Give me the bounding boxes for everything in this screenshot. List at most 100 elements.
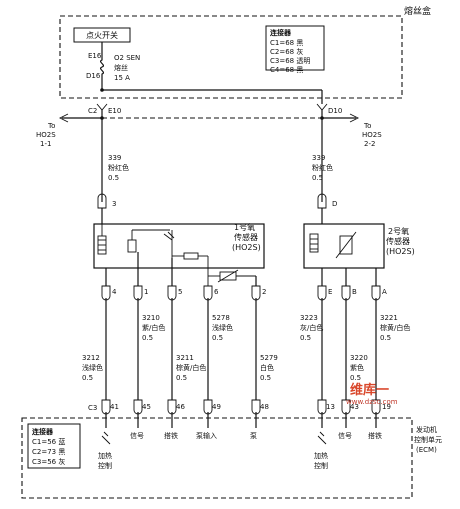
ecm-connector-table <box>27 423 81 469</box>
wire-num: 5278 <box>212 314 230 322</box>
sensor2-pin: B <box>352 288 357 296</box>
ecm-func-label: 泵 <box>250 432 257 440</box>
wire-num: 3210 <box>142 314 160 322</box>
wire-size: 0.5 <box>82 374 93 382</box>
fuse-name-cn: 熔丝 <box>114 63 128 72</box>
pin-e10: E10 <box>108 107 121 115</box>
wire-num: 3220 <box>350 354 368 362</box>
ecm-func-label: 信号 <box>338 431 352 440</box>
sensor2-pin: A <box>382 288 387 296</box>
wire-size: 0.5 <box>350 374 361 382</box>
sensor2-heater-resistor <box>309 233 319 253</box>
lower-wires <box>101 285 381 400</box>
sensor2-label: 2号氧 <box>388 226 409 236</box>
fuse-box-connector-row: C2=68 灰 <box>270 47 303 56</box>
sensor1-resistor <box>183 252 199 260</box>
ecm-title: (ECM) <box>416 446 437 454</box>
sensor2-label: 传感器 <box>386 236 410 246</box>
watermark-logo: 维库一 <box>350 382 389 398</box>
wire-339-right-color: 粉红色 <box>312 163 333 172</box>
wire-size: 0.5 <box>260 374 271 382</box>
wire-color: 紫色 <box>350 363 364 372</box>
sensor1-label: 传感器 <box>234 232 258 242</box>
sensor1-pin: 2 <box>262 288 266 296</box>
ecm-pin-symbol <box>167 399 177 415</box>
ecm-pin: 49 <box>212 403 221 411</box>
ecm-func-label: 搭铁 <box>164 431 178 440</box>
fuse-pin-e16: E16 <box>88 52 102 60</box>
branch-right-name: HO2S <box>362 131 382 139</box>
sensor1-top-pin: 3 <box>112 200 116 208</box>
sensor1-pin: 5 <box>178 288 182 296</box>
sensor1-pin: 4 <box>112 288 117 296</box>
branch-left-num: 1-1 <box>40 140 51 148</box>
connector-d10-symbol <box>316 103 328 111</box>
wire-color: 浅绿色 <box>212 323 233 332</box>
ecm-pin: 48 <box>260 403 269 411</box>
sensor2-cell <box>339 235 353 255</box>
connector-pin-symbol <box>133 285 143 301</box>
ecm-func-label: 控制 <box>314 461 328 470</box>
sensor1-cell <box>127 239 137 253</box>
wire-size: 0.5 <box>176 374 187 382</box>
wire-339-left-size: 0.5 <box>108 174 119 182</box>
fuse-name: O2 SEN <box>114 54 140 62</box>
wire-339-left-color: 粉红色 <box>108 163 129 172</box>
ecm-connector-row: C3=56 灰 <box>32 457 65 466</box>
arrow-left-icon <box>58 113 69 123</box>
ecm-pin: 19 <box>382 403 391 411</box>
ignition-switch-label: 点火开关 <box>86 30 118 40</box>
switch-ground-icon <box>101 431 111 445</box>
ecm-pin-symbol <box>371 399 381 415</box>
branch-right-num: 2-2 <box>364 140 375 148</box>
wire-size: 0.5 <box>300 334 311 342</box>
arrow-right-icon <box>349 113 360 123</box>
ecm-func-label: 泵输入 <box>196 431 217 440</box>
connector-pin-symbol <box>341 285 351 301</box>
ecm-pin-symbol <box>341 399 351 415</box>
ecm-pin: 13 <box>326 403 335 411</box>
ecm-func-label: 信号 <box>130 431 144 440</box>
wire-size: 0.5 <box>380 334 391 342</box>
ecm-outline <box>21 417 413 499</box>
connector-pin-symbol <box>371 285 381 301</box>
branch-right-to: To <box>363 122 371 130</box>
pin-d10: D10 <box>328 107 342 115</box>
ecm-pin-symbol <box>203 399 213 415</box>
ecm-pin-symbol <box>251 399 261 415</box>
wire-color: 棕黄/白色 <box>380 323 410 332</box>
wire-size: 0.5 <box>142 334 153 342</box>
fuse-box-connector-header: 连接器 <box>270 28 292 37</box>
connector-pin-symbol <box>251 285 261 301</box>
connector-3-symbol <box>97 193 107 209</box>
switch-ground-icon <box>317 431 327 445</box>
fuse-pin-d16: D16 <box>86 72 101 80</box>
wire-339-right-size: 0.5 <box>312 174 323 182</box>
ecm-title: 发动机 <box>416 425 437 434</box>
wire-color: 紫/白色 <box>142 323 165 332</box>
sensor1-pump-symbol <box>163 231 175 241</box>
ecm-pin-symbol <box>101 399 111 415</box>
sensor2-label: (HO2S) <box>386 247 415 256</box>
sensor2-outline <box>303 223 385 269</box>
ecm-func-label: 搭铁 <box>368 431 382 440</box>
connector-pin-symbol <box>317 285 327 301</box>
fuse-rating: 15 A <box>114 74 130 82</box>
ecm-title: 控制单元 <box>414 435 442 444</box>
fuse-box-connector-row: C1=68 黑 <box>270 39 303 47</box>
wire-num: 3212 <box>82 354 100 362</box>
watermark-site: www.dzsc.com <box>346 398 398 406</box>
wire-color: 棕黄/白色 <box>176 363 206 372</box>
pin-c2: C2 <box>88 107 97 115</box>
ecm-pin: 45 <box>142 403 151 411</box>
sensor2-pin: E <box>328 288 332 296</box>
ecm-pin-symbol <box>133 399 143 415</box>
ecm-func-label: 加热 <box>314 451 328 460</box>
wire-color: 灰/白色 <box>300 323 323 332</box>
wire-339-right-num: 339 <box>312 154 325 162</box>
ecm-connector-row: C2=73 黑 <box>32 448 65 456</box>
branch-left-name: HO2S <box>36 131 56 139</box>
ecm-func-label: 加热 <box>98 451 112 460</box>
ecm-connector-c3: C3 <box>88 404 97 412</box>
